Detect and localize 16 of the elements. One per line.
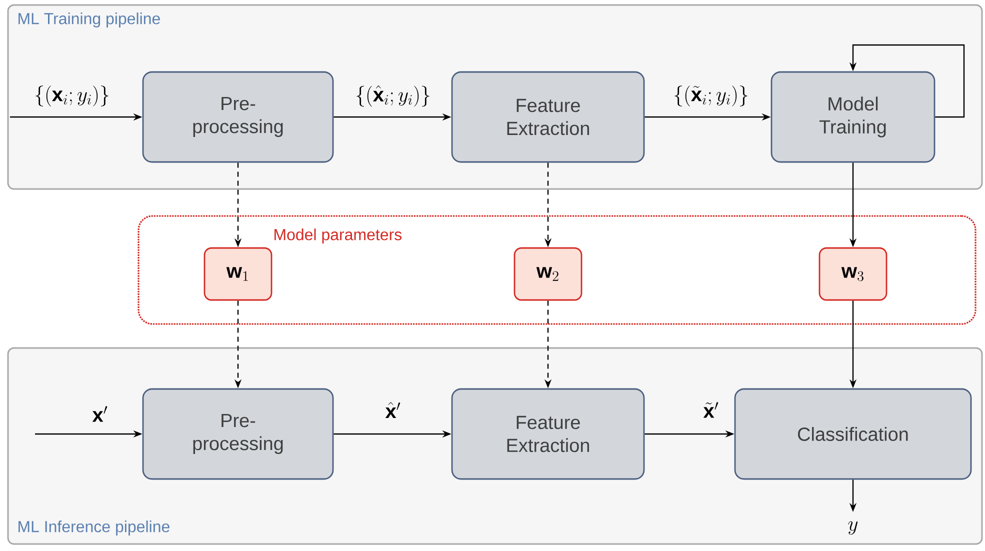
process-box: Feature Extraction: [451, 388, 645, 480]
edge-label: $\hat{\mathbf{x}}'$: [385, 402, 400, 418]
edge-label: $\tilde{\mathbf{x}}'$: [703, 402, 718, 418]
parameter-box: $\mathbf{w}_2$: [514, 247, 582, 301]
edge-label: $y$: [848, 521, 858, 535]
process-box: Classification: [734, 388, 972, 480]
process-box: Pre- processing: [142, 71, 334, 163]
process-box: Feature Extraction: [451, 71, 645, 163]
edge-label: $\{(\hat{\mathbf{x}}_i; y_i)\}$: [356, 85, 430, 107]
edge-label: $\{(\mathbf{x}_i; y_i)\}$: [36, 86, 108, 106]
parameter-box: $\mathbf{w}_1$: [204, 247, 272, 301]
process-box: Pre- processing: [142, 388, 334, 480]
process-box: Model Training: [770, 71, 936, 163]
parameter-box: $\mathbf{w}_3$: [818, 247, 888, 301]
edge-label: $\mathbf{x}'$: [92, 406, 108, 422]
edge-label: $\{(\tilde{\mathbf{x}}_i; y_i)\}$: [674, 86, 748, 106]
